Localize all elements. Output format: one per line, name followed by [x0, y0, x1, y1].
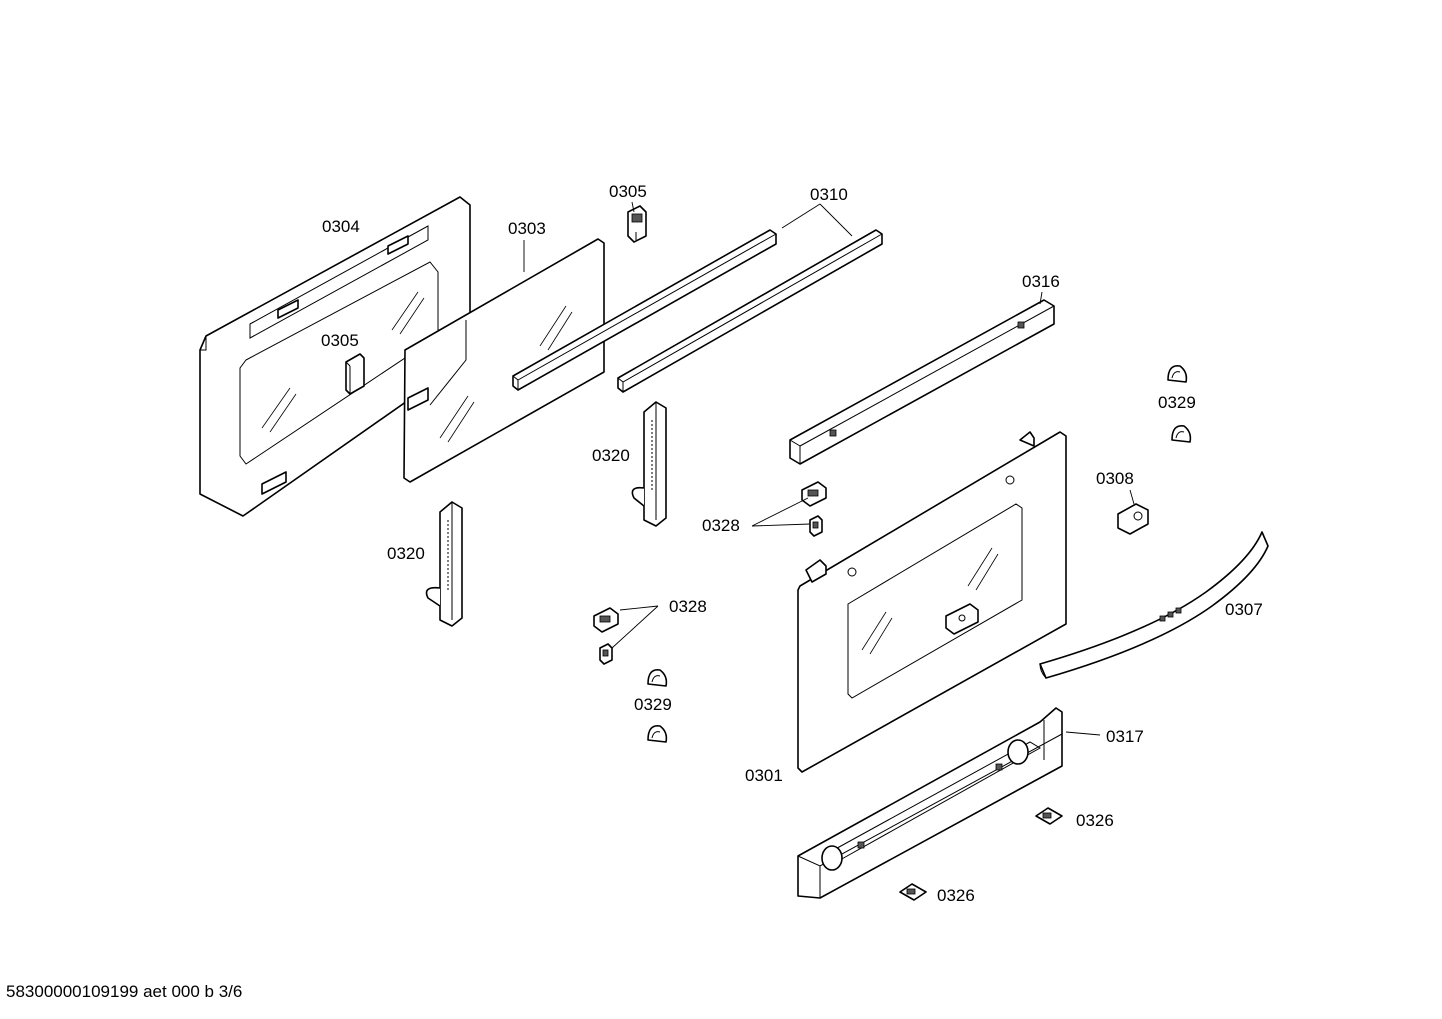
part-0329-cap-right-bottom	[1171, 424, 1192, 443]
part-0304-outer-door-panel	[199, 196, 471, 517]
part-0305-clip-mid	[345, 353, 365, 395]
part-0308-clip	[1117, 503, 1149, 535]
label-0329-lower: 0329	[634, 695, 672, 714]
part-0328-bracket-lower-b	[599, 643, 613, 665]
label-0301: 0301	[745, 766, 783, 785]
part-0326-clip-lower	[899, 883, 927, 901]
part-0328-bracket-lower-a	[593, 607, 619, 633]
part-0328-bracket-upper-a	[801, 481, 827, 507]
part-0329-cap-lower-bottom	[647, 724, 668, 743]
part-0305-clip-top	[627, 205, 647, 243]
label-0326-lower: 0326	[937, 886, 975, 905]
label-0328-lower: 0328	[669, 597, 707, 616]
label-0305-top: 0305	[609, 182, 647, 201]
label-0320-left: 0320	[387, 544, 425, 563]
label-0303: 0303	[508, 219, 546, 238]
label-0326-right: 0326	[1076, 811, 1114, 830]
part-0317-bottom-bracket	[797, 707, 1063, 899]
part-0320-hinge-mid	[631, 401, 667, 527]
part-0328-bracket-upper-b	[809, 515, 823, 537]
part-0307-curved-handle	[1039, 531, 1269, 679]
label-0316: 0316	[1022, 272, 1060, 291]
label-0329-right: 0329	[1158, 393, 1196, 412]
part-0303-inner-glass	[403, 238, 605, 483]
label-0310: 0310	[810, 185, 848, 204]
label-0328-upper: 0328	[702, 516, 740, 535]
part-0316-top-trim-bar	[789, 299, 1055, 465]
part-0310-profile-strip-1	[512, 229, 777, 391]
label-0304: 0304	[322, 217, 360, 236]
part-0326-clip-right	[1035, 807, 1063, 825]
leader-lines	[523, 201, 1135, 736]
label-0307: 0307	[1225, 600, 1263, 619]
part-0320-hinge-left	[425, 501, 463, 627]
part-0301-front-door-panel	[797, 431, 1067, 773]
callout-labels: 0304 0303 0305 0305 0310 0316 0329 0320 …	[321, 182, 1263, 905]
label-0305-mid: 0305	[321, 331, 359, 350]
label-0320-mid: 0320	[592, 446, 630, 465]
part-0310-profile-strip-2	[617, 229, 883, 393]
label-0308: 0308	[1096, 469, 1134, 488]
part-0329-cap-right-top	[1167, 364, 1188, 383]
label-0317: 0317	[1106, 727, 1144, 746]
drawing-reference-footer: 58300000109199 aet 000 b 3/6	[6, 982, 242, 1001]
part-0329-cap-lower-top	[647, 668, 668, 687]
